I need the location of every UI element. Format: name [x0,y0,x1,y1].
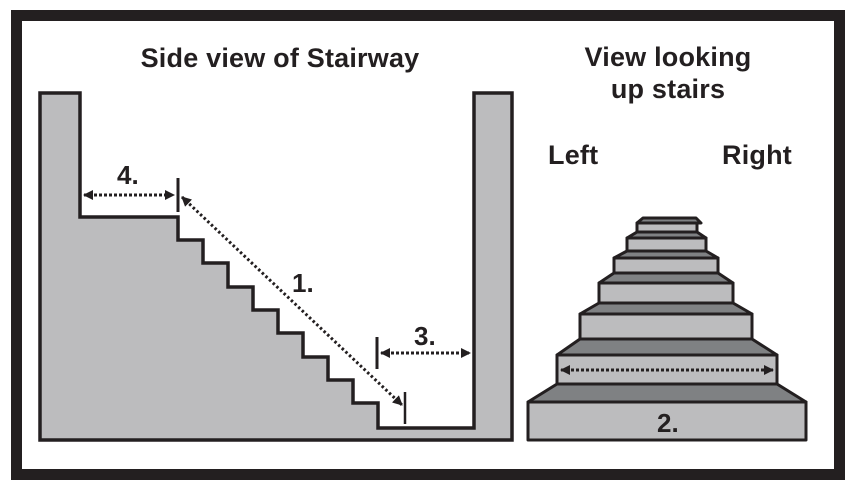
label-3: 3. [414,321,436,351]
tread-2 [526,382,808,404]
riser-5 [597,281,735,305]
riser-1 [526,400,808,442]
dimension-4-top-landing [83,178,180,212]
front-view-stairs [526,216,808,442]
tread-3 [555,337,779,357]
front-view-title-line1: View looking [584,42,752,72]
right-label: Right [722,140,792,170]
label-2: 2. [657,408,679,438]
dimension-1-stair-length [180,195,407,424]
front-view-title-line2: up stairs [610,74,726,104]
side-view-structure [38,91,514,442]
label-1: 1. [292,268,314,298]
riser-7 [625,236,708,253]
side-view-title: Side view of Stairway [140,43,420,73]
riser-6 [612,256,720,275]
riser-4 [578,312,754,341]
label-4: 4. [117,160,139,190]
stair-profile [38,91,514,442]
left-label: Left [548,140,599,170]
dimension-3-bottom-clearance [375,337,471,369]
tread-4 [578,301,754,316]
